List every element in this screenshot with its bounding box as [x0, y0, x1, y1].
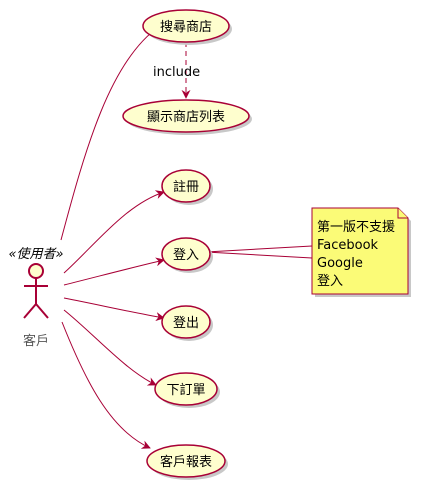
- svg-text:下訂單: 下訂單: [166, 382, 205, 398]
- note-line: Facebook: [317, 238, 379, 253]
- usecase-customer-report: 客戶報表: [146, 444, 228, 480]
- relations: [60, 25, 191, 449]
- svg-text:顯示商店列表: 顯示商店列表: [147, 110, 225, 125]
- note-fold: [397, 208, 408, 219]
- edge-actor-place-order: [63, 309, 157, 386]
- actor-customer: «使用者» 客戶: [8, 247, 63, 349]
- edge-actor-login: [63, 257, 165, 286]
- note-box: [311, 207, 409, 295]
- actor-name: 客戶: [23, 333, 49, 349]
- usecase-show-store-list: 顯示商店列表: [122, 99, 252, 135]
- svg-text:登出: 登出: [173, 316, 199, 331]
- svg-text:客戶報表: 客戶報表: [160, 454, 212, 470]
- usecase-login: 登入: [161, 237, 213, 273]
- note-line: 第一版不支援: [317, 220, 395, 235]
- edge-actor-logout: [63, 297, 165, 322]
- note-connector-2: [205, 251, 313, 259]
- note-connector: [205, 245, 313, 253]
- edge-actor-register: [63, 190, 165, 274]
- actor-stereotype: «使用者»: [8, 247, 63, 262]
- note-line: 登入: [317, 274, 343, 289]
- stick-figure-icon: [23, 263, 49, 319]
- edge-actor-search-store: [60, 25, 161, 241]
- svg-text:註冊: 註冊: [173, 180, 199, 195]
- note-login: 第一版不支援 Facebook Google 登入: [311, 207, 411, 297]
- svg-text:搜尋商店: 搜尋商店: [160, 20, 212, 35]
- note-line: Google: [317, 256, 363, 271]
- usecase-logout: 登出: [161, 305, 213, 341]
- usecase-register: 註冊: [161, 169, 213, 205]
- usecase-search-store: 搜尋商店: [142, 9, 232, 45]
- svg-text:登入: 登入: [173, 248, 199, 263]
- edge-actor-customer-report: [61, 321, 151, 449]
- usecase-place-order: 下訂單: [154, 372, 220, 408]
- include-label: include: [153, 65, 200, 80]
